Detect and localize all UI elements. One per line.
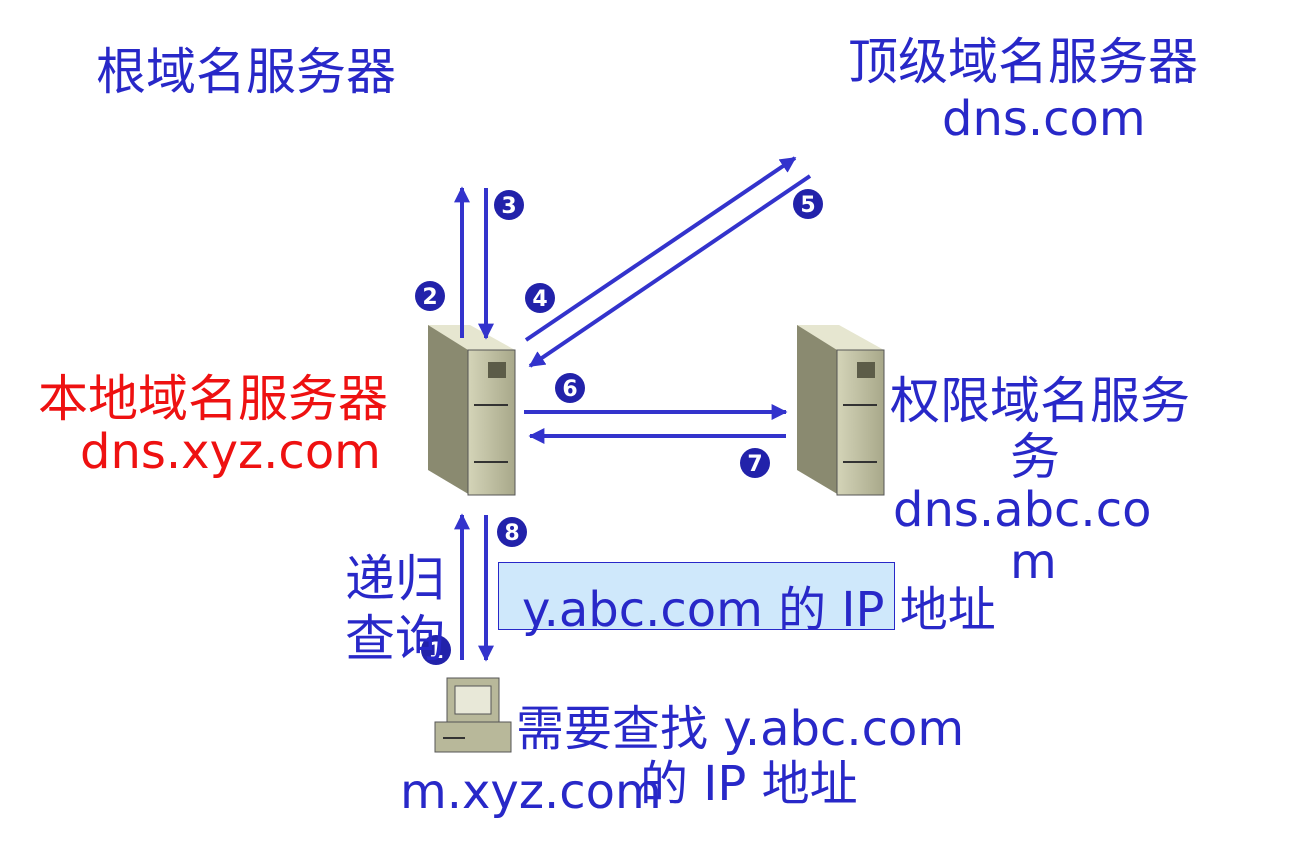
tld-server-title: 顶级域名服务器 bbox=[848, 33, 1198, 91]
ip-result-box bbox=[498, 562, 895, 630]
step-badge-6: 6 bbox=[555, 373, 585, 403]
recursive-query-label-2: 查询 bbox=[345, 610, 445, 668]
client-request-line1: 需要查找 y.abc.com bbox=[516, 701, 965, 757]
root-server-title: 根域名服务器 bbox=[96, 43, 396, 101]
local-server-title: 本地域名服务器 bbox=[38, 370, 388, 428]
svg-text:3: 3 bbox=[501, 194, 516, 219]
recursive-query-label-1: 递归 bbox=[345, 550, 445, 608]
ip-result-text: y.abc.com 的 IP 地址 bbox=[522, 582, 996, 638]
client-computer-icon bbox=[434, 677, 512, 753]
auth-server-title: 权限域名服务 bbox=[890, 372, 1190, 430]
svg-text:8: 8 bbox=[504, 521, 519, 546]
auth-server-host: dns.abc.co bbox=[893, 482, 1152, 538]
arrow-step-5 bbox=[528, 174, 812, 368]
step-badge-2: 2 bbox=[415, 281, 445, 311]
client-request-line2: 的 IP 地址 bbox=[640, 756, 858, 812]
local-server-host: dns.xyz.com bbox=[80, 424, 381, 480]
step-badge-7: 7 bbox=[740, 448, 770, 478]
step-badge-4: 4 bbox=[525, 283, 555, 313]
local-server-icon bbox=[428, 325, 516, 496]
svg-text:4: 4 bbox=[532, 287, 547, 312]
arrow-step-4 bbox=[524, 156, 797, 342]
svg-text:5: 5 bbox=[800, 193, 815, 218]
svg-text:6: 6 bbox=[562, 377, 577, 402]
step-badge-5: 5 bbox=[793, 189, 823, 219]
svg-text:7: 7 bbox=[747, 452, 762, 477]
tld-server-host: dns.com bbox=[942, 91, 1146, 147]
step-badge-1: 1 bbox=[421, 635, 451, 665]
svg-text:2: 2 bbox=[422, 285, 437, 310]
svg-text:1: 1 bbox=[428, 639, 443, 664]
step-badge-8: 8 bbox=[497, 517, 527, 547]
client-host: m.xyz.com bbox=[400, 764, 662, 820]
auth-server-icon bbox=[797, 325, 885, 496]
step-badge-3: 3 bbox=[494, 190, 524, 220]
auth-server-host-wrap: m bbox=[1010, 534, 1057, 590]
auth-server-title-wrap: 务 bbox=[1010, 428, 1060, 486]
